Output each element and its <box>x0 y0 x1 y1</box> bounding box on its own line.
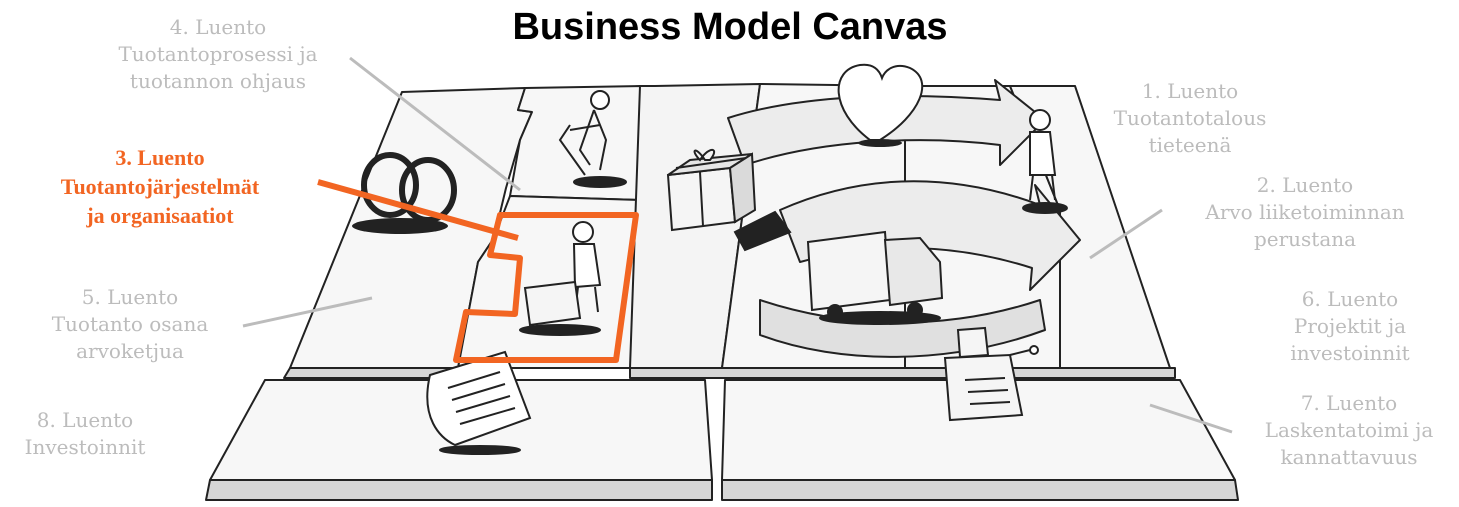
lecture-8-label[interactable]: 8. Luento Investoinnit <box>0 407 170 461</box>
lecture-2-label[interactable]: 2. Luento Arvo liiketoiminnan perustana <box>1180 172 1430 253</box>
lecture-4-label[interactable]: 4. Luento Tuotantoprosessi ja tuotannon … <box>118 14 318 95</box>
lecture-7-label[interactable]: 7. Luento Laskentatoimi ja kannattavuus <box>1244 390 1454 471</box>
lecture-6-label[interactable]: 6. Luento Projektit ja investoinnit <box>1250 286 1450 367</box>
lecture-1-label[interactable]: 1. Luento Tuotantotalous tieteenä <box>1080 78 1300 159</box>
lecture-3-label[interactable]: 3. Luento Tuotantojärjestelmät ja organi… <box>20 143 300 230</box>
lecture-5-label[interactable]: 5. Luento Tuotanto osana arvoketjua <box>30 284 230 365</box>
page-title: Business Model Canvas <box>420 4 1040 50</box>
